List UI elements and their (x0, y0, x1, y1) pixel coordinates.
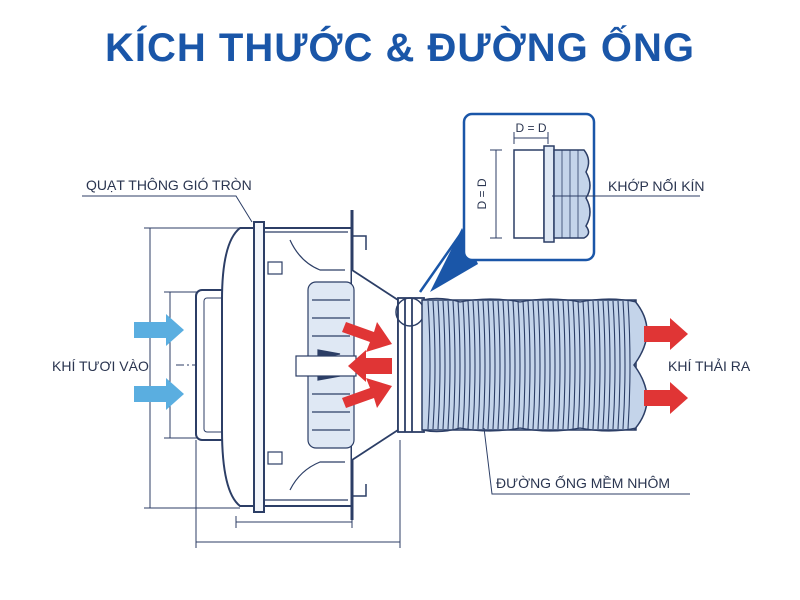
duct-rib (552, 300, 556, 430)
arrow-right-icon (134, 314, 184, 346)
duct-rib (562, 300, 566, 430)
duct-rib (492, 300, 496, 430)
arrow-right-icon (342, 322, 392, 352)
inlet-arrows (134, 314, 184, 410)
duct-rib (602, 300, 606, 430)
arrow-right-icon (644, 382, 688, 414)
arrow-right-icon (134, 378, 184, 410)
duct-rib (622, 300, 626, 430)
duct-rib (587, 300, 591, 430)
arrow-right-icon (342, 378, 392, 408)
seal-joint-label: KHỚP NỐI KÍN (608, 177, 705, 194)
impeller (295, 281, 357, 449)
duct-rib (427, 300, 431, 430)
duct-rib (517, 300, 521, 430)
duct-rib (477, 300, 481, 430)
duct-rib (472, 300, 476, 430)
duct-rib (482, 300, 486, 430)
duct-rib (542, 300, 546, 430)
duct-rib (577, 300, 581, 430)
inset-dim-vertical: D = D (475, 178, 489, 209)
duct-rib (547, 300, 551, 430)
exhaust-out-label: KHÍ THẢI RA (668, 358, 751, 374)
duct-rib (522, 300, 526, 430)
duct-rib (607, 300, 611, 430)
duct-rib (452, 300, 456, 430)
duct-rib (462, 300, 466, 430)
internal-flow-arrows (342, 322, 392, 408)
duct-rib (627, 300, 631, 430)
duct-rib (537, 300, 541, 430)
duct-rib (502, 300, 506, 430)
outlet-arrows (644, 318, 688, 414)
arrow-right-icon (644, 318, 688, 350)
fresh-air-in-label: KHÍ TƯƠI VÀO (52, 358, 149, 374)
duct-rib (612, 300, 616, 430)
duct-collar (395, 297, 425, 433)
duct-rib (557, 300, 561, 430)
duct-rib (457, 300, 461, 430)
fan-label: QUẠT THÔNG GIÓ TRÒN (86, 177, 252, 193)
duct-rib (487, 300, 491, 430)
arrow-left-icon (348, 350, 392, 382)
duct-rib (572, 300, 576, 430)
duct-rib (447, 300, 451, 430)
duct-rib (507, 300, 511, 430)
duct-rib (527, 300, 531, 430)
flexible-duct (421, 297, 648, 433)
flex-duct-label: ĐƯỜNG ỐNG MỀM NHÔM (496, 474, 670, 491)
duct-rib (512, 300, 516, 430)
leader-lines (82, 195, 700, 495)
seal-joint-inset: D = D D = D (418, 112, 604, 293)
duct-rib (617, 300, 621, 430)
duct-rib (532, 300, 536, 430)
duct-rib (582, 300, 586, 430)
duct-rib (497, 300, 501, 430)
duct-rib (597, 300, 601, 430)
page-title: KÍCH THƯỚC & ĐƯỜNG ỐNG (105, 26, 695, 70)
duct-rib (437, 300, 441, 430)
duct-rib (432, 300, 436, 430)
duct-rib (442, 300, 446, 430)
duct-rib (592, 300, 596, 430)
duct-rib (567, 300, 571, 430)
duct-rib (467, 300, 471, 430)
inset-dim-horizontal: D = D (515, 121, 546, 135)
